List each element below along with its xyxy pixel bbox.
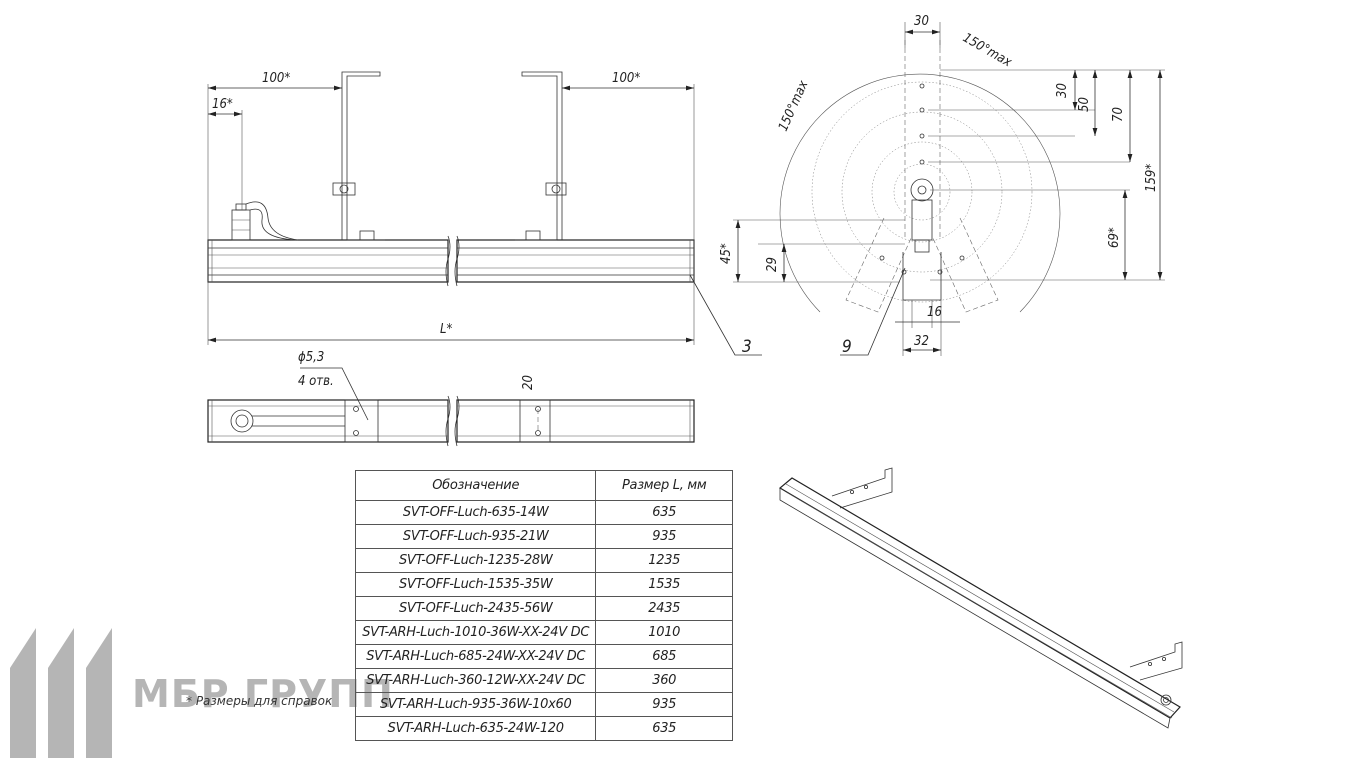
cell-size: 635 bbox=[595, 716, 733, 741]
dim-side-16: 16* bbox=[212, 97, 233, 112]
dim-hole-diameter: ϕ5,3 bbox=[298, 350, 324, 365]
luminaire-profile-right bbox=[456, 239, 695, 283]
leader-label-3: 3 bbox=[742, 337, 752, 357]
cell-designation: SVT-ARH-Luch-935-36W-10x60 bbox=[354, 692, 597, 717]
dim-hole-count: 4 отв. bbox=[298, 374, 334, 389]
brand-name: МБР ГРУПП bbox=[132, 672, 394, 716]
dim-end-159: 159* bbox=[1144, 164, 1159, 192]
header-size: Размер L, мм bbox=[595, 470, 733, 501]
dim-top-20: 20 bbox=[521, 375, 536, 390]
cell-designation: SVT-OFF-Luch-635-14W bbox=[354, 500, 597, 525]
cell-designation: SVT-OFF-Luch-1535-35W bbox=[354, 572, 597, 597]
cell-size: 1535 bbox=[595, 572, 733, 597]
dim-side-right-100: 100* bbox=[612, 71, 640, 86]
cell-size: 935 bbox=[595, 524, 733, 549]
footnote-reference-dimensions: * Размеры для справок bbox=[186, 694, 333, 708]
cell-size: 935 bbox=[595, 692, 733, 717]
end-view: 30 50 70 159* 69* 45* 29 30 150°max 150°… bbox=[719, 14, 1165, 357]
table-header-row: Обозначение Размер L, мм bbox=[354, 470, 733, 501]
cell-designation: SVT-ARH-Luch-685-24W-XX-24V DC bbox=[354, 644, 597, 669]
mounting-bracket-right bbox=[515, 71, 567, 241]
dim-end-45: 45* bbox=[719, 243, 734, 264]
cable-gland bbox=[231, 201, 299, 241]
dim-end-30-side: 30 bbox=[1055, 83, 1070, 98]
dim-end-150-left: 150°max bbox=[776, 78, 812, 134]
side-view: 100* 100* 16* L* 3 bbox=[207, 71, 762, 357]
cell-size: 685 bbox=[595, 644, 733, 669]
dim-side-L: L* bbox=[440, 322, 453, 337]
cell-designation: SVT-OFF-Luch-1235-28W bbox=[354, 548, 597, 573]
dim-end-29: 29 bbox=[765, 257, 780, 272]
cell-size: 2435 bbox=[595, 596, 733, 621]
dim-end-70: 70 bbox=[1111, 107, 1126, 122]
cell-size: 1235 bbox=[595, 548, 733, 573]
cell-size: 635 bbox=[595, 500, 733, 525]
dim-end-16: 16 bbox=[927, 305, 942, 320]
dim-end-30-top: 30 bbox=[914, 14, 929, 29]
cell-designation: SVT-OFF-Luch-935-21W bbox=[354, 524, 597, 549]
mounting-bracket-left bbox=[332, 71, 385, 241]
header-designation: Обозначение bbox=[354, 470, 597, 501]
cell-designation: SVT-ARH-Luch-1010-36W-XX-24V DC bbox=[354, 620, 597, 645]
dim-end-150-right: 150°max bbox=[960, 30, 1015, 70]
dim-end-69: 69* bbox=[1107, 227, 1122, 248]
top-view: ϕ5,3 4 отв. 20 bbox=[207, 350, 695, 447]
brand-logo-icon bbox=[10, 628, 112, 758]
isometric-view bbox=[778, 467, 1183, 729]
leader-label-9: 9 bbox=[842, 337, 852, 357]
cell-size: 360 bbox=[595, 668, 733, 693]
cell-designation: SVT-OFF-Luch-2435-56W bbox=[354, 596, 597, 621]
cell-designation: SVT-ARH-Luch-360-12W-XX-24V DC bbox=[354, 668, 597, 693]
model-size-table: Обозначение Размер L, мм SVT-OFF-Luch-63… bbox=[354, 470, 733, 741]
dim-side-left-100: 100* bbox=[262, 71, 290, 86]
luminaire-profile-left bbox=[207, 239, 449, 283]
dim-end-32: 32 bbox=[914, 334, 929, 349]
dim-end-50: 50 bbox=[1077, 97, 1092, 112]
cell-designation: SVT-ARH-Luch-635-24W-120 bbox=[354, 716, 597, 741]
cell-size: 1010 bbox=[595, 620, 733, 645]
